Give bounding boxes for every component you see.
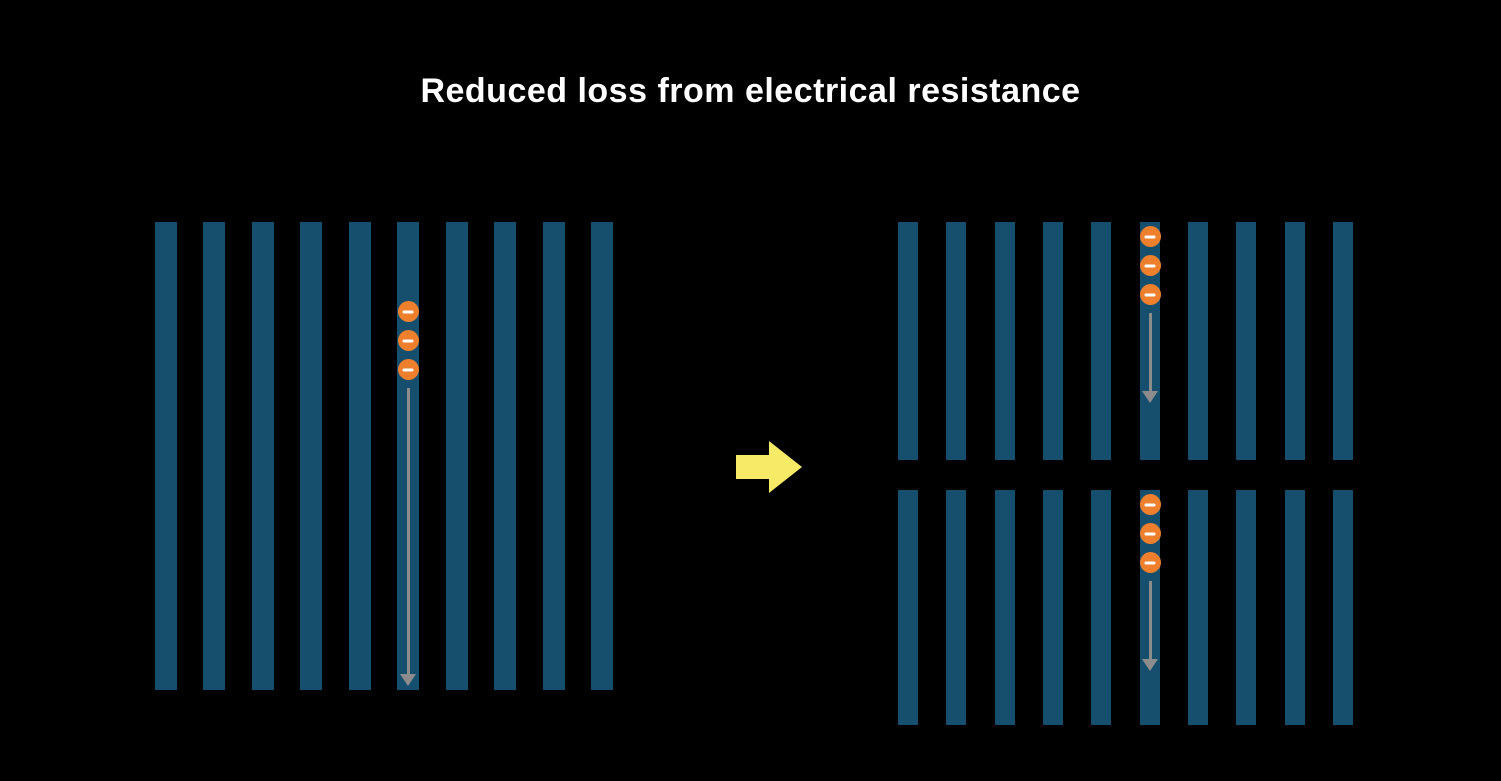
electron-group <box>1139 226 1161 305</box>
conductor-bars <box>898 490 1353 725</box>
down-arrow-icon <box>1148 581 1152 659</box>
conductor-bar <box>155 222 177 690</box>
down-arrow-icon <box>1148 313 1152 391</box>
electron-icon <box>1139 226 1161 247</box>
conductor-bar <box>994 490 1015 725</box>
conductor-bar <box>1236 222 1257 460</box>
electron-flow <box>1138 226 1162 402</box>
electron-group <box>397 301 419 380</box>
electron-icon <box>1139 255 1161 276</box>
diagram-title: Reduced loss from electrical resistance <box>420 72 1081 110</box>
conductor-bar <box>1332 490 1353 725</box>
conductor-bar <box>1042 222 1063 460</box>
conductor-bar <box>898 222 918 460</box>
conductor-bar <box>494 222 517 690</box>
electron-flow <box>396 301 420 685</box>
conductor-bar <box>1042 490 1063 725</box>
conductor-bars <box>155 222 613 690</box>
conductor-bar <box>1091 490 1112 725</box>
conductor-bar <box>946 490 967 725</box>
electron-icon <box>1139 494 1161 515</box>
right-arrow-icon <box>736 441 802 493</box>
electron-icon <box>397 359 419 380</box>
conductor-bar <box>1332 222 1353 460</box>
conductor-bar <box>542 222 565 690</box>
down-arrow-icon <box>406 388 410 674</box>
conductor-bar <box>445 222 468 690</box>
conductor-bar <box>1187 490 1208 725</box>
conductor-bar <box>1284 490 1305 725</box>
electron-icon <box>1139 552 1161 573</box>
conductor-bars <box>898 222 1353 460</box>
electron-group <box>1139 494 1161 573</box>
conductor-bar <box>946 222 967 460</box>
conductor-bar <box>1236 490 1257 725</box>
single-cell-panel <box>155 222 613 690</box>
conductor-bar <box>898 490 918 725</box>
conductor-bar <box>300 222 323 690</box>
electron-flow <box>1138 494 1162 670</box>
split-cell-bottom-panel <box>898 490 1353 725</box>
conductor-bar <box>994 222 1015 460</box>
split-cell-top-panel <box>898 222 1353 460</box>
conductor-bar <box>1187 222 1208 460</box>
conductor-bar <box>348 222 371 690</box>
conductor-bar <box>1284 222 1305 460</box>
electron-icon <box>1139 284 1161 305</box>
electron-icon <box>397 301 419 322</box>
conductor-bar <box>590 222 613 690</box>
conductor-bar <box>251 222 274 690</box>
conductor-bar <box>1091 222 1112 460</box>
electron-icon <box>1139 523 1161 544</box>
conductor-bar <box>203 222 226 690</box>
electron-icon <box>397 330 419 351</box>
